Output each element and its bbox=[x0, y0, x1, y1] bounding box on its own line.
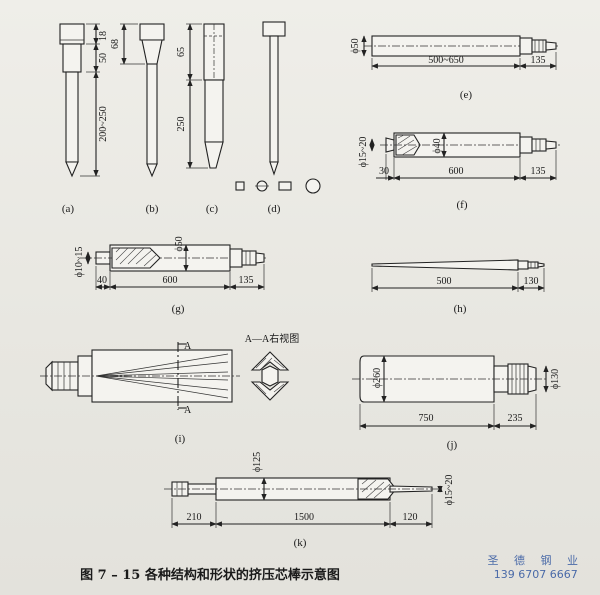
mandrel-b bbox=[120, 23, 165, 178]
dim-j-dia130: ϕ130 bbox=[550, 369, 561, 389]
label-a: (a) bbox=[62, 203, 75, 215]
dim-k-210: 210 bbox=[187, 512, 202, 523]
dim-f-600: 600 bbox=[449, 166, 464, 177]
dim-f-dia-small: ϕ15~20 bbox=[358, 137, 369, 168]
label-i: (i) bbox=[175, 433, 186, 445]
mandrel-e bbox=[361, 35, 560, 70]
mandrel-f bbox=[369, 132, 560, 181]
watermark-name: 圣 德 钢 业 bbox=[487, 554, 584, 567]
dim-j-dia260: ϕ260 bbox=[372, 368, 383, 388]
mandrel-g bbox=[80, 244, 266, 290]
dim-g-600: 600 bbox=[163, 275, 178, 286]
mandrel-h bbox=[371, 259, 545, 292]
dim-a-200-250: 200~250 bbox=[98, 106, 109, 141]
dim-e-135: 135 bbox=[531, 55, 546, 66]
mandrel-d bbox=[235, 21, 321, 194]
label-k: (k) bbox=[294, 537, 307, 549]
dim-g-135: 135 bbox=[239, 275, 254, 286]
label-c: (c) bbox=[206, 203, 219, 215]
section-mark-bottom: A bbox=[184, 405, 192, 416]
dim-h-500: 500 bbox=[437, 276, 452, 287]
dim-e-len: 500~650 bbox=[428, 55, 463, 66]
dim-f-dia40: ϕ40 bbox=[432, 138, 443, 153]
dim-g-40: 40 bbox=[97, 275, 107, 286]
section-mark-top: A bbox=[184, 341, 192, 352]
dim-k-dia-small: ϕ15~20 bbox=[444, 475, 455, 506]
watermark: 圣 德 钢 业 139 6707 6667 bbox=[488, 554, 585, 582]
dim-k-120: 120 bbox=[403, 512, 418, 523]
label-d: (d) bbox=[268, 203, 281, 215]
watermark-phone: 139 6707 6667 bbox=[493, 568, 578, 581]
label-g: (g) bbox=[172, 303, 185, 315]
dim-b-68: 68 bbox=[110, 39, 121, 49]
label-b: (b) bbox=[146, 203, 159, 215]
dim-g-dia50: ϕ50 bbox=[174, 236, 185, 251]
figure-caption: 图 7 – 15 各种结构和形状的挤压芯棒示意图 bbox=[80, 568, 340, 583]
dim-j-235: 235 bbox=[508, 413, 523, 424]
dim-g-dia-small: ϕ10~15 bbox=[74, 247, 85, 278]
mandrel-j bbox=[352, 355, 549, 430]
dim-a-50: 50 bbox=[98, 53, 109, 63]
dim-k-dia125: ϕ125 bbox=[252, 452, 263, 472]
section-view-title: A—A右视图 bbox=[245, 332, 299, 345]
dim-e-dia: ϕ50 bbox=[350, 38, 361, 53]
dim-f-135: 135 bbox=[531, 166, 546, 177]
dim-f-30: 30 bbox=[379, 166, 389, 177]
dim-j-750: 750 bbox=[419, 413, 434, 424]
dim-h-130: 130 bbox=[524, 276, 539, 287]
label-e: (e) bbox=[460, 89, 473, 101]
dim-k-1500: 1500 bbox=[294, 512, 314, 523]
dim-c-250: 250 bbox=[176, 117, 187, 132]
label-h: (h) bbox=[454, 303, 467, 315]
mandrel-k bbox=[164, 477, 444, 528]
mandrel-i bbox=[40, 342, 290, 410]
dim-c-65: 65 bbox=[176, 47, 187, 57]
dim-a-18: 18 bbox=[98, 31, 109, 41]
label-j: (j) bbox=[447, 439, 458, 451]
mandrel-c bbox=[186, 23, 225, 169]
mandrel-a bbox=[59, 23, 100, 178]
label-f: (f) bbox=[457, 199, 468, 211]
